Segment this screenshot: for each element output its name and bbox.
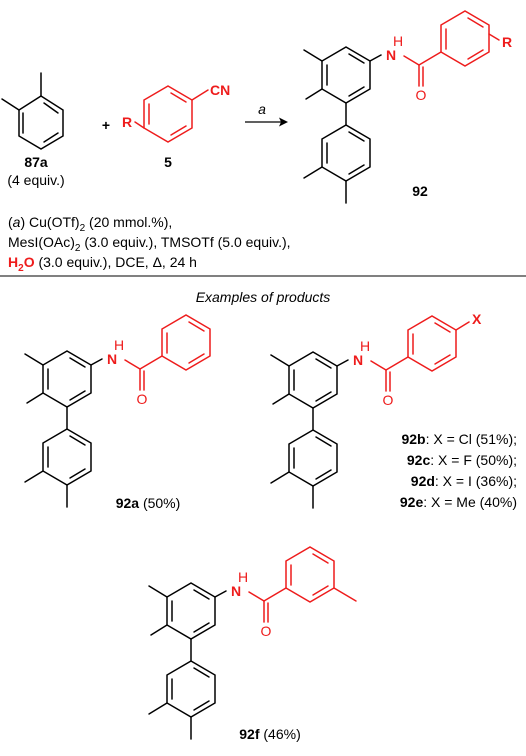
product92be-o: O	[383, 392, 394, 408]
examples-heading: Examples of products	[196, 289, 331, 305]
product92f-n: N	[231, 583, 241, 599]
product-92-structure	[303, 10, 500, 204]
conditions-line3: H2O (3.0 equiv.), DCE, Δ, 24 h	[8, 254, 197, 274]
r-substituent: R	[122, 114, 132, 130]
product92-n: N	[386, 47, 396, 63]
product92d-label: 92d: X = I (36%);	[411, 473, 517, 489]
product92be-h: H	[360, 338, 370, 354]
product92a-o: O	[137, 391, 148, 407]
product92a-h: H	[114, 337, 124, 353]
conditions-line2: MesI(OAc)2 (3.0 equiv.), TMSOTf (5.0 equ…	[8, 234, 291, 254]
product92-h: H	[393, 33, 403, 49]
product92a-n: N	[107, 351, 117, 367]
product92a-label: 92a (50%)	[116, 495, 181, 511]
product92be-n: N	[353, 352, 363, 368]
product-92b-e-structure	[270, 315, 470, 509]
conditions-line1: (a) Cu(OTf)2 (20 mmol.%),	[8, 214, 172, 234]
product-92a-structure	[24, 314, 211, 508]
product92f-o: O	[261, 623, 272, 639]
reactant1-id: 87a	[24, 154, 48, 170]
reaction-arrow	[245, 117, 288, 127]
product-92f-structure	[148, 546, 357, 740]
plus-sign: +	[102, 117, 110, 133]
product92-o: O	[416, 87, 427, 103]
product92c-label: 92c: X = F (50%);	[407, 452, 517, 468]
reactant1-equiv: (4 equiv.)	[7, 172, 64, 188]
product92f-label: 92f (46%)	[239, 726, 300, 742]
o-xylene-structure	[1, 72, 64, 150]
nitrile-group: CN	[210, 82, 230, 98]
arrow-label: a	[258, 101, 266, 117]
product92-r: R	[502, 34, 512, 50]
benzonitrile-structure	[134, 85, 209, 143]
product-id: 92	[412, 183, 428, 199]
product92e-label: 92e: X = Me (40%)	[400, 494, 517, 510]
product92f-h: H	[238, 569, 248, 585]
x-substituent: X	[472, 311, 482, 327]
reactant2-id: 5	[164, 154, 172, 170]
product92b-label: 92b: X = Cl (51%);	[401, 431, 517, 447]
